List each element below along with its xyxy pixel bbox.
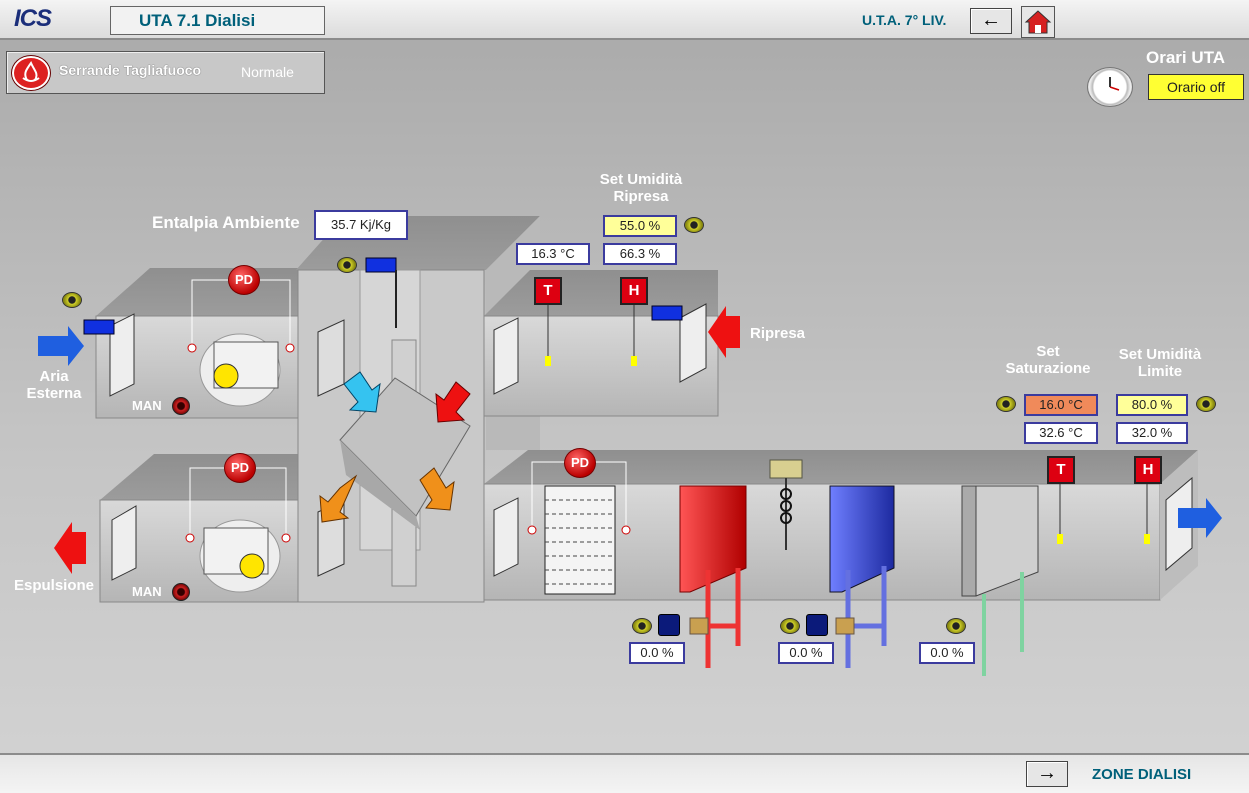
limit-humidity-led-icon[interactable]: [1196, 396, 1216, 412]
supply-air-arrow: [1178, 498, 1222, 538]
supply-fan-upper: [199, 333, 281, 407]
schedule-status[interactable]: Orario off: [1148, 74, 1244, 100]
outside-air-label: Aria Esterna: [14, 368, 94, 402]
page-title: UTA 7.1 Dialisi: [110, 6, 325, 35]
saturation-set-label-1: Set: [1036, 343, 1060, 360]
fire-icon: [12, 56, 50, 90]
exhaust-label: Espulsione: [14, 577, 95, 594]
home-button[interactable]: [1021, 6, 1055, 38]
return-temperature-value: 16.3 °C: [516, 243, 590, 265]
return-humidity-sensor-icon[interactable]: H: [620, 277, 648, 305]
supply-temp-sensor-icon[interactable]: T: [1047, 456, 1075, 484]
humidifier-value: 0.0 %: [919, 642, 975, 664]
cooling-valve-actuator-icon[interactable]: [806, 614, 828, 636]
limit-humidity-set-label: Set Umidità Limite: [1110, 346, 1210, 380]
return-air-arrow: [708, 306, 740, 358]
enthalpy-value: 35.7 Kj/Kg: [314, 210, 408, 240]
exhaust-air-arrow: [54, 522, 86, 574]
heating-valve-actuator-icon[interactable]: [658, 614, 680, 636]
arrow-left-icon: ←: [981, 9, 1001, 31]
recirculation-damper-led-icon[interactable]: [337, 257, 357, 273]
heating-valve-led-icon[interactable]: [632, 618, 652, 634]
limit-humidity-set-label-1: Set Umidità: [1118, 346, 1202, 363]
return-humidity-set-label-2: Ripresa: [613, 188, 669, 205]
saturation-pack: [961, 485, 1039, 676]
supply-fan-status-icon[interactable]: [172, 397, 190, 415]
return-label: Ripresa: [750, 325, 806, 342]
home-icon: [1024, 10, 1052, 34]
heating-coil: [679, 485, 747, 668]
cooling-valve-value: 0.0 %: [778, 642, 834, 664]
saturation-setpoint[interactable]: 16.0 °C: [1024, 394, 1098, 416]
fire-dampers-label: Serrande Tagliafuoco: [59, 62, 202, 78]
pd-sensor-lower[interactable]: PD: [224, 453, 256, 483]
fire-dampers-status: Normale: [241, 64, 294, 80]
enthalpy-label: Entalpia Ambiente: [152, 213, 300, 232]
pd-sensor-upper[interactable]: PD: [228, 265, 260, 295]
return-humidity-set-label-1: Set Umidità: [599, 171, 683, 188]
saturation-value: 32.6 °C: [1024, 422, 1098, 444]
humidifier: [769, 459, 803, 550]
return-humidity-value: 66.3 %: [603, 243, 677, 265]
saturation-set-label-2: Saturazione: [1005, 360, 1091, 377]
outside-air-label-2: Esterna: [26, 385, 82, 402]
fire-dampers-panel[interactable]: [6, 51, 325, 94]
cooling-valve-led-icon[interactable]: [780, 618, 800, 634]
saturation-led-icon[interactable]: [996, 396, 1016, 412]
exhaust-fan-lower: [199, 519, 281, 593]
breadcrumb[interactable]: U.T.A. 7° LIV.: [862, 12, 947, 28]
schedule-title: Orari UTA: [1146, 48, 1226, 67]
supply-fan-man-label: MAN: [132, 398, 162, 413]
cooling-coil: [829, 485, 895, 668]
intake-damper-led-icon[interactable]: [62, 292, 82, 308]
pd-sensor-filter[interactable]: PD: [564, 448, 596, 478]
return-humidity-led-icon[interactable]: [684, 217, 704, 233]
ics-logo: ICS: [14, 5, 52, 32]
clock-icon[interactable]: [1087, 67, 1133, 107]
arrow-right-icon: →: [1037, 762, 1057, 784]
return-humidity-set-label: Set Umidità Ripresa: [586, 171, 696, 205]
return-humidity-setpoint[interactable]: 55.0 %: [603, 215, 677, 237]
outside-air-arrow: [38, 326, 84, 366]
limit-humidity-value: 32.0 %: [1116, 422, 1188, 444]
forward-button[interactable]: →: [1026, 761, 1068, 787]
heating-valve-value: 0.0 %: [629, 642, 685, 664]
humidifier-led-icon[interactable]: [946, 618, 966, 634]
return-temp-sensor-icon[interactable]: T: [534, 277, 562, 305]
zone-dialisi-link[interactable]: ZONE DIALISI: [1092, 766, 1192, 783]
back-button[interactable]: ←: [970, 8, 1012, 34]
supply-humidity-sensor-icon[interactable]: H: [1134, 456, 1162, 484]
return-section: [483, 270, 719, 417]
exhaust-fan-man-label: MAN: [132, 584, 162, 599]
limit-humidity-setpoint[interactable]: 80.0 %: [1116, 394, 1188, 416]
outside-air-label-1: Aria: [39, 368, 69, 385]
saturation-set-label: Set Saturazione: [998, 343, 1098, 377]
filter: [544, 485, 616, 595]
limit-humidity-set-label-2: Limite: [1137, 363, 1183, 380]
exhaust-fan-status-icon[interactable]: [172, 583, 190, 601]
